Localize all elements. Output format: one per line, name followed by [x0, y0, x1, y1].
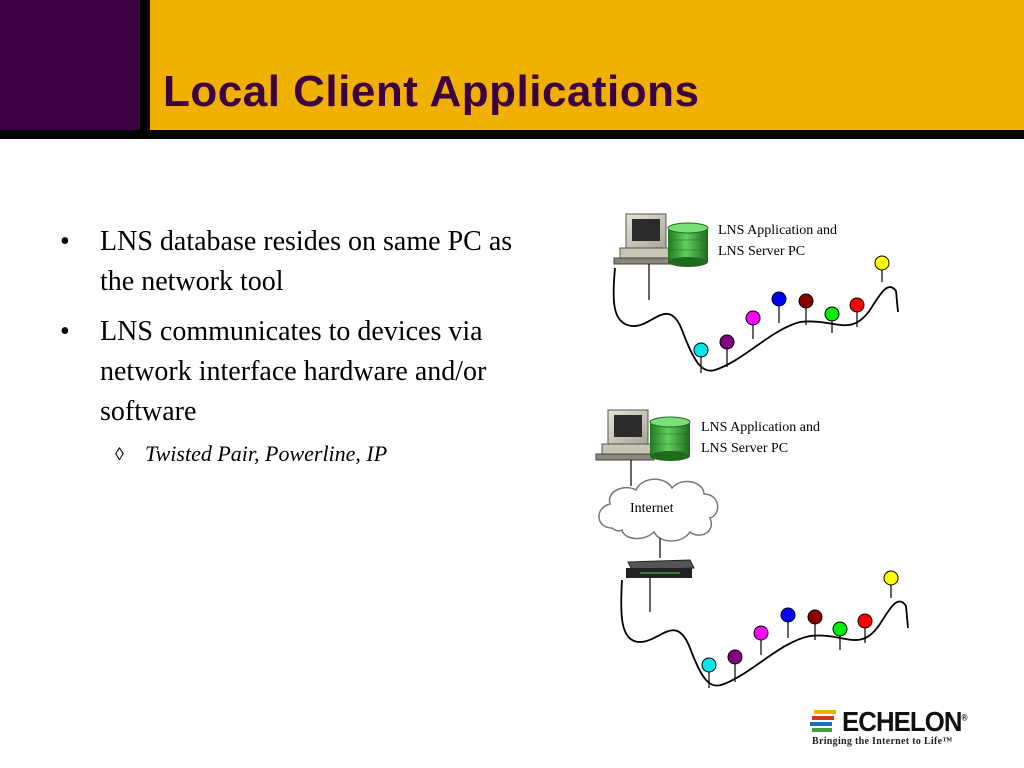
- computer-icon: [613, 213, 673, 265]
- device-node: [780, 607, 796, 638]
- top-devices: [693, 255, 890, 373]
- header-divider-vertical: [140, 0, 150, 138]
- header-accent-block: [0, 0, 140, 130]
- sub-bullet-item: ◊ Twisted Pair, Powerline, IP: [60, 438, 530, 470]
- network-bus-line: [612, 267, 899, 372]
- diamond-bullet-icon: ◊: [115, 444, 124, 464]
- bullet-item: • LNS communicates to devices via networ…: [60, 312, 530, 432]
- device-node: [849, 297, 865, 327]
- logo-wordmark: ECHELON®: [842, 706, 968, 737]
- pc-label-line2: LNS Server PC: [701, 441, 788, 456]
- network-interface-device-icon: [626, 559, 695, 578]
- header-divider-horizontal: [0, 130, 1024, 139]
- bullet-glyph: •: [60, 226, 70, 257]
- device-node: [874, 255, 890, 282]
- sub-bullet-text: Twisted Pair, Powerline, IP: [145, 441, 388, 466]
- device-node: [745, 310, 761, 339]
- slide-title: Local Client Applications: [163, 67, 700, 116]
- bottom-devices: [701, 570, 899, 688]
- device-node: [883, 570, 899, 598]
- cloud-icon: Internet: [598, 478, 719, 542]
- device-node: [727, 649, 743, 682]
- pc-label-line1: LNS Application and: [718, 223, 837, 238]
- bullet-text: LNS database resides on same PC as the n…: [100, 226, 513, 297]
- echelon-logo: ECHELON® Bringing the Internet to Life™: [808, 706, 978, 750]
- bullet-item: • LNS database resides on same PC as the…: [60, 222, 530, 302]
- bullet-list: • LNS database resides on same PC as the…: [60, 222, 530, 470]
- header-background: [0, 0, 1024, 138]
- bottom-network: LNS Application and LNS Server PC Intern…: [595, 409, 909, 687]
- logo-tagline: Bringing the Internet to Life™: [812, 736, 953, 747]
- device-node: [798, 293, 814, 325]
- bullet-text: LNS communicates to devices via network …: [100, 316, 487, 427]
- database-icon: [667, 222, 709, 267]
- pc-label-line2: LNS Server PC: [718, 244, 805, 259]
- top-network: LNS Application and LNS Server PC: [612, 213, 899, 372]
- device-node: [701, 657, 717, 688]
- device-node: [719, 334, 735, 367]
- cloud-label: Internet: [630, 501, 674, 516]
- device-node: [753, 625, 769, 655]
- device-node: [857, 613, 873, 643]
- device-node: [824, 306, 840, 333]
- computer-icon: [595, 409, 655, 461]
- database-icon: [649, 416, 691, 461]
- device-node: [807, 609, 823, 640]
- network-bus-line: [620, 579, 909, 687]
- device-node: [771, 291, 787, 323]
- device-node: [832, 621, 848, 650]
- pc-label-line1: LNS Application and: [701, 420, 820, 435]
- bullet-glyph: •: [60, 316, 70, 347]
- device-node: [693, 342, 709, 373]
- echelon-logo-mark-icon: [810, 710, 836, 732]
